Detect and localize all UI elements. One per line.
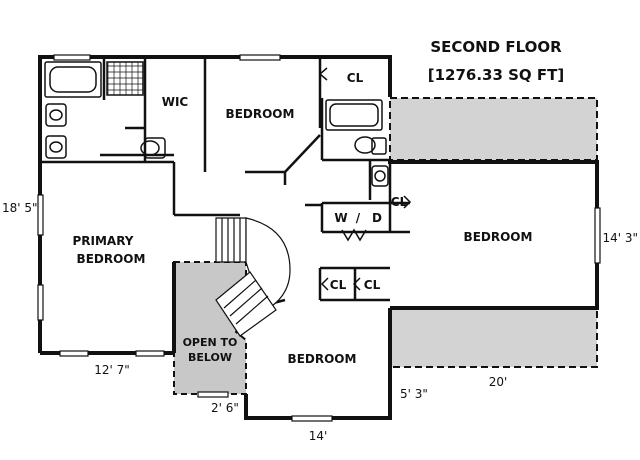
- room-label-closet-hall-1: CL: [330, 278, 347, 292]
- dimension-right-offset: 5' 3": [400, 387, 428, 401]
- room-label-bedroom-top: BEDROOM: [226, 107, 295, 121]
- dimension-left-height: 18' 5": [2, 201, 38, 215]
- dimension-right-height: 14' 3": [602, 231, 638, 245]
- interior-walls: [40, 57, 410, 312]
- room-label-primary-1: PRIMARY: [72, 234, 133, 248]
- room-label-closet-hall-2: CL: [364, 278, 381, 292]
- dimension-bottom-width: 14': [309, 429, 328, 443]
- dimension-stair-width: 2' 6": [211, 401, 239, 415]
- closet-door-marks: [318, 67, 412, 291]
- room-label-primary-2: BEDROOM: [77, 252, 146, 266]
- dimension-right-width: 20': [489, 375, 508, 389]
- room-label-bedroom-right: BEDROOM: [464, 230, 533, 244]
- room-label-dryer: D: [372, 211, 382, 225]
- plan-subtitle: [1276.33 SQ FT]: [428, 66, 565, 84]
- attic-area-top: [389, 97, 598, 161]
- room-label-slash: /: [356, 211, 361, 225]
- room-label-open-1: OPEN TO: [183, 336, 238, 349]
- room-label-washer: W: [334, 211, 347, 225]
- attic-area-bottom: [389, 308, 598, 368]
- room-label-open-2: BELOW: [188, 351, 232, 364]
- windows: [37, 54, 601, 422]
- staircase: [215, 217, 291, 337]
- dimension-primary-width: 12' 7": [94, 363, 130, 377]
- bath-fixtures: [44, 61, 389, 187]
- room-label-closet-laundry: CL: [391, 195, 408, 209]
- room-label-bedroom-bottom: BEDROOM: [288, 352, 357, 366]
- room-label-wic: WIC: [162, 95, 189, 109]
- plan-title: SECOND FLOOR: [430, 38, 562, 56]
- room-label-closet-top: CL: [347, 71, 364, 85]
